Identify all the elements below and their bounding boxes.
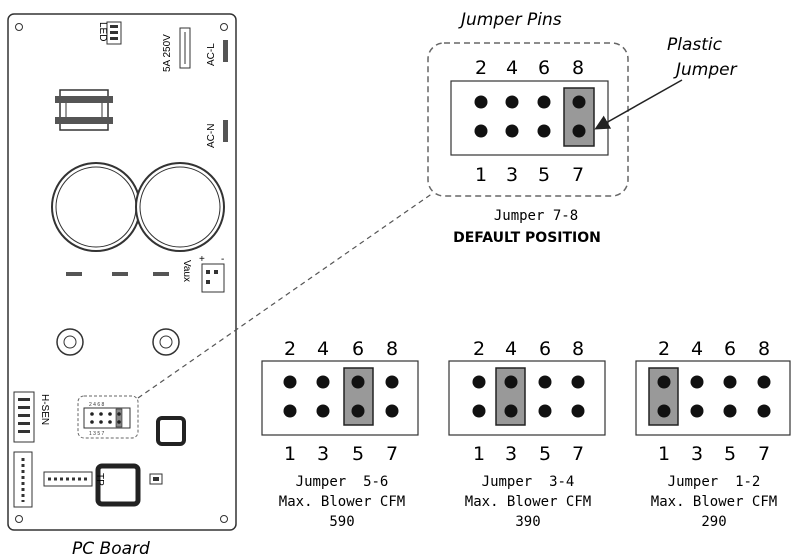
- board-jumper-block: 2 4 6 8 1 3 5 7: [77, 395, 139, 439]
- pin-number: 2: [475, 57, 487, 79]
- callout-arrow: [594, 79, 683, 130]
- transformer: [55, 89, 113, 131]
- option-jumper-label: Jumper 5-6: [296, 474, 389, 490]
- pin-number: 3: [691, 443, 703, 465]
- capacitors: [51, 162, 225, 252]
- pin-number: 1: [475, 164, 487, 186]
- pin-number: 6: [538, 57, 550, 79]
- detail-caption: Jumper 7-8: [494, 208, 578, 224]
- led-label: LED: [97, 22, 108, 41]
- pin-number: 1: [658, 443, 670, 465]
- option-cfm-value: 290: [701, 514, 726, 530]
- svg-text:2 4 6 8: 2 4 6 8: [89, 402, 105, 408]
- tp-connector: TP: [43, 471, 105, 487]
- header-frame: [448, 360, 606, 436]
- pin-number: 6: [724, 338, 736, 360]
- option-jumper-label: Jumper 1-2: [668, 474, 761, 490]
- detail-pins: [474, 95, 586, 138]
- tp-label: TP: [94, 473, 105, 486]
- pin-number: 5: [352, 443, 364, 465]
- option-cfm-label: Max. Blower CFM: [279, 494, 405, 510]
- large-ic: [95, 463, 141, 507]
- pin-number: 3: [317, 443, 329, 465]
- ac-n-terminal: AC-N: [206, 120, 228, 148]
- option-cfm-label: Max. Blower CFM: [651, 494, 777, 510]
- vaux-minus-label: -: [221, 254, 224, 265]
- fuse: 5A 250V: [162, 27, 191, 72]
- resistors: [66, 272, 169, 276]
- pin-number: 2: [473, 338, 485, 360]
- ac-l-terminal: AC-L: [206, 40, 228, 66]
- callout-line-2: Jumper: [673, 60, 738, 80]
- vaux-label: Vaux: [181, 260, 192, 282]
- pin-number: 6: [539, 338, 551, 360]
- pin-number: 2: [658, 338, 670, 360]
- detail-top-pin-numbers: 2 4 6 8: [475, 57, 584, 79]
- pin-number: 5: [538, 164, 550, 186]
- svg-text:1 3 5 7: 1 3 5 7: [89, 431, 105, 437]
- pin-number: 4: [505, 338, 517, 360]
- fuse-label: 5A 250V: [162, 34, 173, 72]
- pin-number: 7: [386, 443, 398, 465]
- h-sen-label: H-SEN: [39, 394, 50, 425]
- pin-number: 7: [572, 443, 584, 465]
- pin-number: 5: [724, 443, 736, 465]
- pc-board: LED 5A 250V AC-L AC-N: [7, 13, 237, 531]
- vaux-plus-label: +: [199, 254, 205, 265]
- round-pads: [56, 328, 180, 356]
- vaux-connector: Vaux + -: [181, 254, 225, 293]
- option-cfm-value: 590: [329, 514, 354, 530]
- pin-number: 2: [284, 338, 296, 360]
- pin-number: 4: [691, 338, 703, 360]
- ic-chip: [156, 416, 186, 446]
- option-cfm-label: Max. Blower CFM: [465, 494, 591, 510]
- pin-number: 8: [386, 338, 398, 360]
- option-jumper-label: Jumper 3-4: [482, 474, 575, 490]
- detail-dashed-outline: [427, 42, 629, 197]
- option-jumper-1-2: 2 4 6 8 1 3 5 7 Jumper 1-2 Max. Blower C…: [635, 338, 791, 530]
- pin-number: 4: [506, 57, 518, 79]
- option-jumper-5-6: 2 4 6 8 1 3 5 7 Jumper 5-6 Max. Blower C…: [261, 338, 419, 530]
- left-connector: [13, 451, 33, 508]
- pin-number: 3: [505, 443, 517, 465]
- pin-number: 7: [572, 164, 584, 186]
- pin-number: 1: [284, 443, 296, 465]
- pin-number: 3: [506, 164, 518, 186]
- detail-leader-line: [137, 192, 434, 399]
- pin-number: 8: [572, 338, 584, 360]
- pin-number: 1: [473, 443, 485, 465]
- pin-number: 6: [352, 338, 364, 360]
- ac-n-label: AC-N: [206, 124, 217, 148]
- pin-number: 5: [539, 443, 551, 465]
- callout-line-1: Plastic: [667, 35, 723, 55]
- pin-number: 4: [317, 338, 329, 360]
- h-sen-connector: H-SEN: [13, 391, 50, 443]
- pin-number: 8: [572, 57, 584, 79]
- detail-title: Jumper Pins: [458, 10, 562, 30]
- pin-number: 7: [758, 443, 770, 465]
- led-connector: LED: [97, 21, 122, 45]
- detail-bottom-pin-numbers: 1 3 5 7: [475, 164, 584, 186]
- detail-subcaption: DEFAULT POSITION: [453, 230, 601, 246]
- option-jumper-3-4: 2 4 6 8 1 3 5 7 Jumper 3-4 Max. Blower C…: [448, 338, 606, 530]
- header-frame: [261, 360, 419, 436]
- pin-number: 8: [758, 338, 770, 360]
- option-cfm-value: 390: [515, 514, 540, 530]
- pc-board-caption: PC Board: [72, 539, 150, 559]
- ac-l-label: AC-L: [206, 43, 217, 66]
